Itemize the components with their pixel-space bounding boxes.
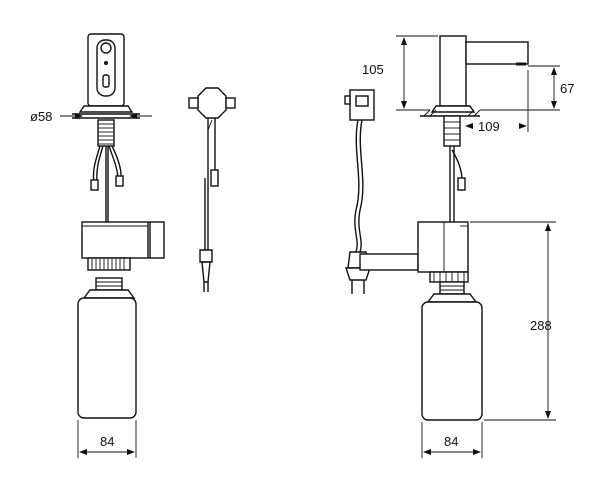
connector-icon [90,179,99,191]
side-spout [420,35,529,147]
adapter-box-icon [349,89,375,121]
front-bottle [77,277,137,419]
sensor-slot-icon [102,74,110,88]
side-bottle [421,281,483,421]
dimension-label-height-spout: 105 [362,62,384,77]
dimension-spout-diameter: ø58 [30,109,152,124]
dimension-label-bottle-width-side: 84 [444,434,458,449]
sensor-eye-icon [100,42,112,54]
dimension-bottle-width-side: 84 [421,422,483,458]
power-adapter-view [188,87,236,292]
dimension-label-bottle-width-front: 84 [100,434,114,449]
side-view: 105 67 109 [344,35,574,458]
dimension-bottle-height: 288 [470,221,556,421]
dimension-height-spout: 105 [362,35,438,111]
dimension-label-height-outlet: 67 [560,81,574,96]
front-faucet-body [87,33,125,107]
front-flange [72,105,140,119]
front-pump-housing [81,221,165,271]
dimension-projection: 109 [465,70,529,134]
dimension-height-outlet: 67 [480,65,574,111]
dimension-label-diameter: ø58 [30,109,52,124]
dimension-bottle-width-front: 84 [77,420,137,458]
front-threaded-shank [97,119,115,147]
adapter-octagon-icon [197,87,227,119]
side-cables [449,146,466,222]
front-cables [90,145,124,222]
front-view: ø58 [30,33,165,458]
connector-icon [457,177,466,191]
connector-icon [115,175,124,187]
dimension-label-bottle-height: 288 [530,318,552,333]
side-pump-housing [359,221,469,283]
connector-icon [210,169,219,187]
dimension-label-projection: 109 [478,119,500,134]
sensor-dot-icon [104,61,108,65]
